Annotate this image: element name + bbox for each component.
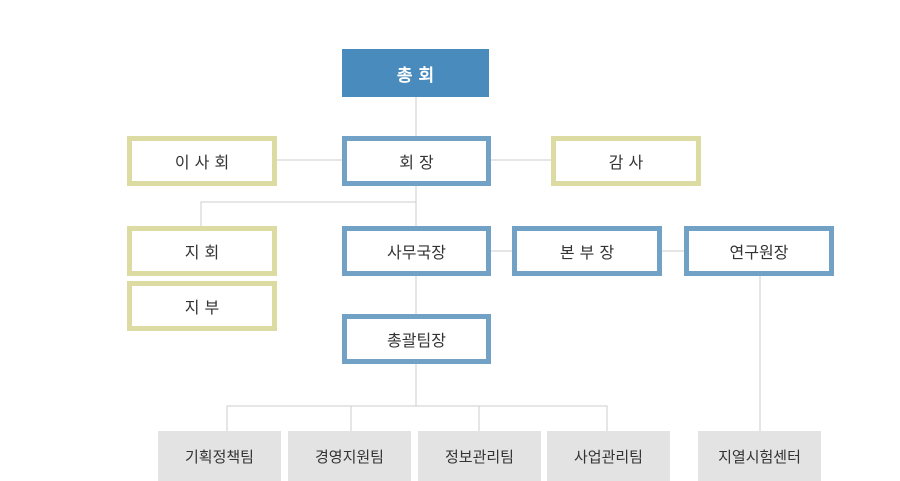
node-president: 회 장	[342, 136, 491, 186]
node-branch: 지 부	[127, 281, 277, 331]
node-business-team: 사업관리팀	[547, 431, 670, 481]
node-planning-team: 기획정책팀	[158, 431, 281, 481]
node-management-team: 경영지원팀	[288, 431, 411, 481]
node-auditor: 감 사	[551, 136, 701, 186]
connector-to-branch	[200, 201, 416, 228]
node-research-director: 연구원장	[684, 226, 834, 276]
connector-team-bus	[226, 405, 608, 432]
node-general-assembly: 총 회	[342, 49, 489, 97]
node-board: 이 사 회	[127, 136, 277, 186]
node-branch-council: 지 회	[127, 226, 277, 276]
node-info-team: 정보관리팀	[418, 431, 541, 481]
node-headquarters-director: 본 부 장	[512, 226, 662, 276]
node-testing-center: 지열시험센터	[698, 431, 821, 481]
node-general-manager: 총괄팀장	[342, 314, 491, 364]
node-secretary-general: 사무국장	[342, 226, 491, 276]
